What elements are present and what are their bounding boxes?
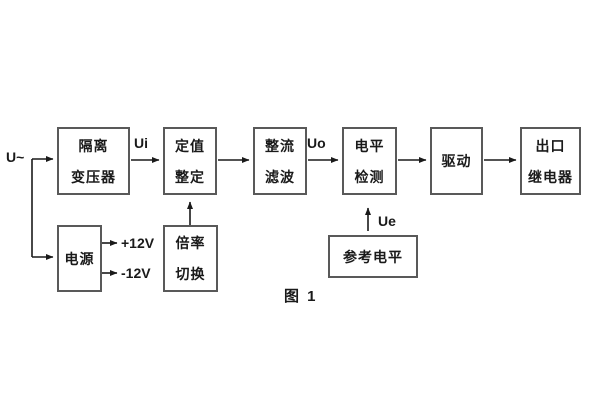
block-label: 电源 [64, 250, 95, 267]
figure-caption: 图 1 [284, 288, 318, 305]
block-power-supply: 电源 [57, 225, 102, 292]
block-label: 出口 [535, 137, 566, 154]
block-label: 隔离 [78, 137, 109, 154]
label-input-voltage: U~ [6, 149, 25, 165]
block-label: 整流 [265, 137, 295, 154]
block-label: 切换 [175, 266, 206, 282]
label-ue: Ue [378, 213, 396, 229]
block-label: 定值 [175, 137, 205, 154]
block-multiplier-switch: 倍率 切换 [163, 225, 218, 292]
block-rectifier-filter: 整流 滤波 [253, 127, 307, 195]
label-uo: Uo [307, 135, 326, 151]
block-label: 倍率 [175, 235, 206, 251]
block-label: 变压器 [71, 168, 116, 185]
block-label: 滤波 [265, 168, 295, 185]
label-ui: Ui [134, 135, 148, 151]
block-label: 参考电平 [343, 248, 403, 265]
block-label: 整定 [175, 168, 205, 185]
block-label: 继电器 [528, 168, 573, 185]
block-label: 电平 [354, 137, 385, 154]
block-drive: 驱动 [430, 127, 483, 195]
block-level-detection: 电平 检测 [342, 127, 397, 195]
block-reference-level: 参考电平 [328, 235, 418, 278]
block-label: 驱动 [441, 153, 472, 169]
label-plus-12v: +12V [121, 235, 155, 251]
block-output-relay: 出口 继电器 [520, 127, 581, 195]
label-minus-12v: -12V [121, 265, 151, 281]
block-setting-adjust: 定值 整定 [163, 127, 217, 195]
block-label: 检测 [354, 168, 385, 185]
block-isolation-transformer: 隔离 变压器 [57, 127, 130, 195]
